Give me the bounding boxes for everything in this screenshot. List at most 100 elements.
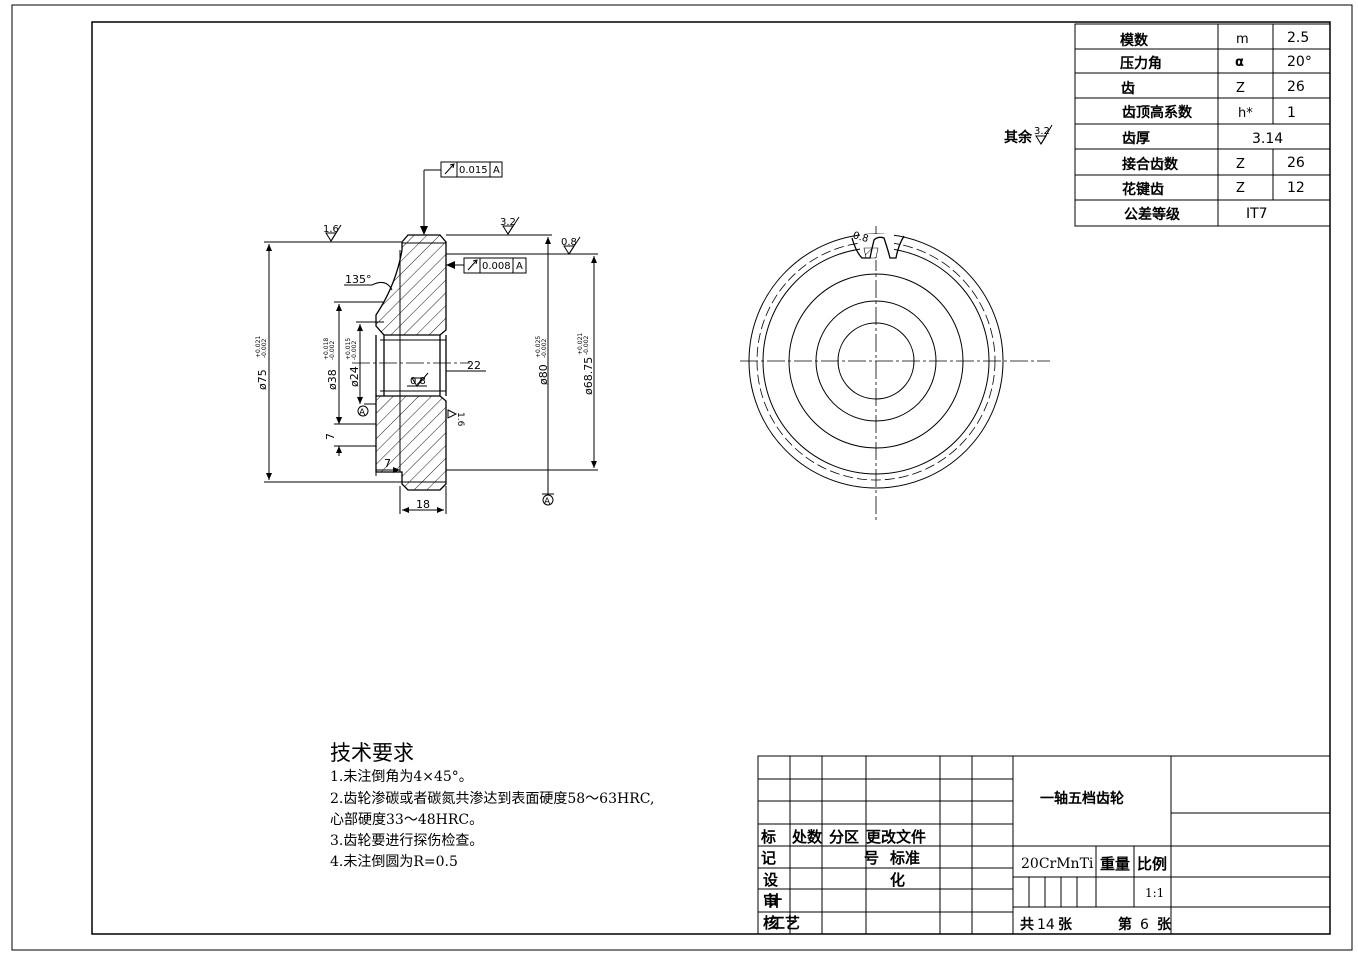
tech-req-item-4: 4.未注倒圆为R=0.5 — [330, 854, 458, 870]
tol-frame-mid-datum: A — [516, 261, 523, 272]
param-name-pressure-angle: 压力角 — [1120, 55, 1162, 72]
total-sheets-prefix: 共 — [1020, 916, 1034, 933]
roughness-bore: 0.8 — [410, 376, 426, 387]
roughness-front-view: 0.8 — [851, 230, 869, 245]
row-he: 核 — [763, 914, 778, 932]
dim-dia-75-tol-lo: -0.002 — [261, 338, 268, 358]
dim-chamfer-horizontal: 7 — [384, 457, 391, 470]
row-standard: 标准 — [889, 849, 920, 867]
dim-dia-80-tol-lo: -0.002 — [541, 338, 548, 358]
hub-circle — [788, 273, 964, 449]
row-ji: 记 — [761, 849, 776, 867]
tol-frame-top-datum: A — [493, 165, 500, 176]
total-sheets-value: 14 — [1037, 917, 1055, 933]
scale-label: 比例 — [1137, 855, 1167, 873]
param-symbol-module: m — [1236, 32, 1249, 47]
dim-dia-68-75: ø68.75 — [582, 357, 595, 395]
col-count: 处数 — [791, 828, 823, 846]
param-name-module: 模数 — [1120, 32, 1149, 49]
bore-chamfer-circle — [815, 300, 937, 422]
param-value-tolerance-grade: IT7 — [1246, 206, 1268, 222]
col-change-doc: 更改文件 — [866, 828, 926, 846]
roughness-note-value: 3.2 — [1034, 126, 1050, 137]
row-hua: 化 — [890, 871, 905, 889]
col-zone: 分区 — [829, 828, 859, 846]
sheet-number-prefix: 第 — [1118, 916, 1132, 933]
roughness-right: 0.8 — [561, 237, 577, 248]
roughness-left: 1.6 — [323, 224, 339, 235]
tol-frame-mid-value: 0.008 — [482, 261, 511, 272]
dim-dia-68-75-tol-lo: -0.002 — [583, 335, 590, 355]
material: 20CrMnTi — [1021, 856, 1094, 872]
dim-dia-75: ø75 — [256, 369, 269, 390]
dim-dia-24: ø24 — [348, 366, 361, 387]
dim-dia-24-tol-lo: -0.002 — [351, 340, 358, 360]
row-yi: 工艺 — [770, 914, 800, 932]
param-value-engage-teeth: 26 — [1287, 155, 1305, 171]
gear-parameter-table: 模数 m 2.5 压力角 α 20° 齿 Z 26 齿顶高系数 h* 1 齿厚 … — [1074, 23, 1331, 227]
param-value-teeth: 26 — [1287, 79, 1305, 95]
part-name: 一轴五档齿轮 — [1040, 790, 1124, 807]
tech-req-item-3: 3.齿轮要进行探伤检查。 — [330, 833, 483, 849]
tech-req-item-1: 1.未注倒角为4×45°。 — [330, 769, 473, 785]
dim-dia-38-tol-up: +0.018 — [323, 338, 330, 360]
total-sheets-suffix: 张 — [1058, 917, 1073, 933]
tech-req-item-2: 2.齿轮渗碳或者碳氮共渗达到表面硬度58～63HRC, — [330, 791, 654, 807]
param-symbol-spline-teeth: Z — [1236, 181, 1245, 196]
dim-dia-24-tol-up: +0.015 — [345, 338, 352, 360]
param-value-addendum: 1 — [1287, 105, 1296, 121]
weight-label: 重量 — [1100, 855, 1130, 873]
roughness-mid: 3.2 — [500, 217, 516, 228]
param-value-tooth-thickness: 3.14 — [1252, 131, 1283, 147]
dim-dia-75-tol-up: +0.021 — [255, 336, 262, 358]
technical-requirements: 技术要求 1.未注倒角为4×45°。 2.齿轮渗碳或者碳氮共渗达到表面硬度58～… — [330, 741, 654, 870]
dim-chamfer-vertical: 7 — [324, 433, 337, 440]
param-value-module: 2.5 — [1287, 30, 1309, 46]
datum-a-right — [542, 494, 554, 506]
param-name-teeth: 齿 — [1121, 80, 1135, 97]
row-she: 设 — [763, 871, 778, 889]
param-symbol-addendum: h* — [1238, 106, 1253, 121]
dim-dia-80-tol-up: +0.025 — [535, 336, 542, 358]
gear-section-view: ø75 +0.021 -0.002 ø38 +0.018 -0.002 ø24 … — [255, 161, 598, 514]
dim-dia-38: ø38 — [326, 369, 339, 390]
sheet-number-suffix: 张 — [1157, 917, 1172, 933]
dim-dia-68-75-tol-up: +0.021 — [577, 333, 584, 355]
param-value-spline-teeth: 12 — [1287, 180, 1305, 196]
row-shen: 审 — [763, 892, 778, 910]
param-value-pressure-angle: 20° — [1287, 54, 1312, 70]
roughness-note-general: 其余 3.2 — [1004, 124, 1053, 146]
datum-a-right-letter: A — [544, 497, 551, 507]
tech-req-title: 技术要求 — [330, 741, 414, 765]
param-name-tolerance-grade: 公差等级 — [1124, 206, 1181, 223]
outer-border — [11, 4, 1353, 951]
param-name-addendum: 齿顶高系数 — [1122, 104, 1193, 121]
gear-front-view: 0.8 — [740, 226, 1050, 520]
bore-circle — [837, 322, 915, 400]
row-hao: 号 — [864, 849, 879, 867]
param-name-engage-teeth: 接合齿数 — [1122, 156, 1179, 173]
dim-dia-38-tol-lo: -0.002 — [329, 340, 336, 360]
param-name-tooth-thickness: 齿厚 — [1122, 130, 1150, 147]
param-name-spline-teeth: 花键齿 — [1122, 181, 1164, 198]
row-ji2: 计 — [767, 892, 782, 910]
dim-dia-80: ø80 — [537, 364, 550, 385]
tol-frame-top-value: 0.015 — [459, 165, 488, 176]
param-symbol-teeth: Z — [1236, 81, 1245, 96]
param-symbol-engage-teeth: Z — [1236, 157, 1245, 172]
title-block: 一轴五档齿轮 20CrMnTi 重量 比例 1:1 共 14 张 第 6 张 标… — [757, 755, 1331, 935]
tech-req-item-2-cont: 心部硬度33～48HRC。 — [330, 812, 483, 828]
dim-bore-length: 22 — [467, 359, 481, 372]
dim-width: 18 — [416, 498, 430, 511]
datum-a-left — [357, 405, 369, 417]
roughness-side: 1.6 — [455, 412, 465, 427]
scale-value: 1:1 — [1145, 886, 1164, 900]
datum-a-left-letter: A — [359, 408, 366, 418]
dim-angle-135: 135° — [345, 273, 372, 286]
col-mark: 标 — [760, 828, 776, 846]
drawing-frame — [91, 21, 1331, 935]
roughness-note-prefix: 其余 — [1004, 129, 1033, 146]
sheet-number-value: 6 — [1140, 917, 1149, 933]
param-symbol-pressure-angle: α — [1235, 55, 1244, 70]
